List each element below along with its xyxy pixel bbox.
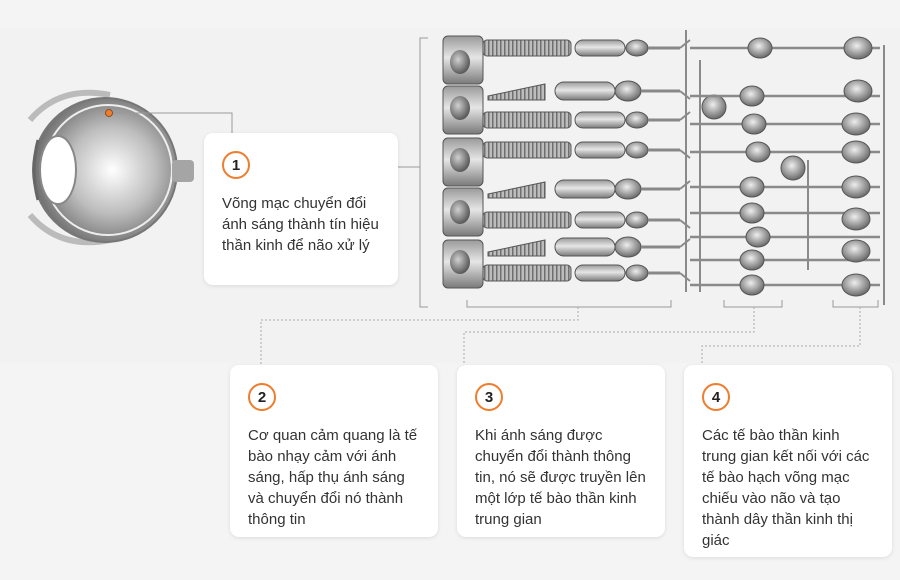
step-badge-1: 1	[222, 151, 250, 179]
eye-illustration	[27, 89, 194, 246]
info-card-3: 3 Khi ánh sáng được chuyển đổi thành thô…	[457, 365, 665, 537]
step-badge-4: 4	[702, 383, 730, 411]
step-badge-2: 2	[248, 383, 276, 411]
card-3-text: Khi ánh sáng được chuyển đổi thành thông…	[475, 427, 646, 528]
card-2-text: Cơ quan cảm quang là tế bào nhạy cảm với…	[248, 427, 418, 528]
dendrite-layer	[679, 30, 885, 305]
interneuron-layer	[690, 36, 880, 297]
dotted-connectors	[260, 307, 861, 366]
info-card-1: 1 Võng mạc chuyển đổi ánh sáng thành tín…	[204, 133, 398, 285]
card-4-text: Các tế bào thần kinh trung gian kết nối …	[702, 427, 870, 549]
layer-brackets	[466, 300, 879, 308]
info-card-4: 4 Các tế bào thần kinh trung gian kết nố…	[684, 365, 892, 557]
card-1-text: Võng mạc chuyển đổi ánh sáng thành tín h…	[222, 195, 379, 254]
photoreceptor-layer	[442, 35, 680, 289]
step-badge-3: 3	[475, 383, 503, 411]
info-card-2: 2 Cơ quan cảm quang là tế bào nhạy cảm v…	[230, 365, 438, 537]
retina-marker-icon	[105, 109, 113, 117]
